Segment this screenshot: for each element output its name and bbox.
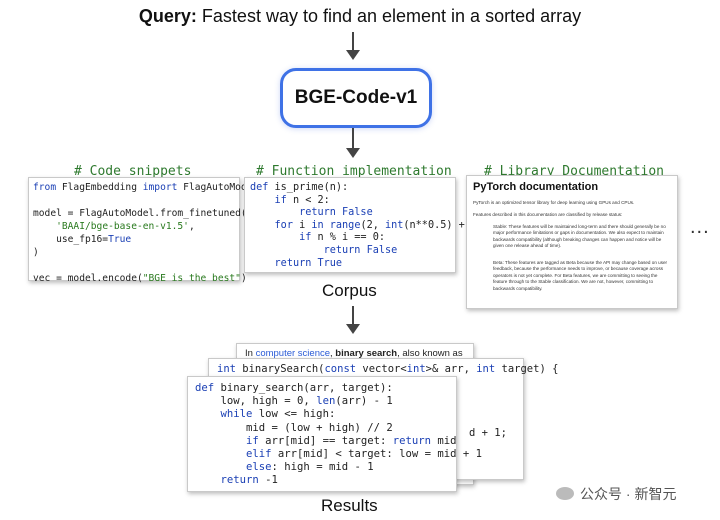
result-back-sep: , xyxy=(330,348,336,359)
arrow-corpus-to-results xyxy=(352,306,354,324)
code-snippet-line-8: vec = model.encode("BGE is the best") xyxy=(33,273,247,284)
code-snippet-line-4: 'BAAI/bge-base-en-v1.5', xyxy=(56,221,195,232)
doc-stable: Stable: These features will be maintaine… xyxy=(493,224,666,249)
result-front-line-4: mid = (low + high) // 2 xyxy=(195,421,393,434)
code-snippet-line-7 xyxy=(33,259,258,272)
doc-beta: Beta: These features are tagged as Beta … xyxy=(493,260,668,291)
code-snippet-line-3: model = FlagAutoModel.from_finetuned( xyxy=(33,208,247,219)
result-front-line-8: return -1 xyxy=(220,474,278,487)
doc-title: PyTorch documentation xyxy=(473,181,599,193)
doc-features: Features described in this documentation… xyxy=(473,212,623,217)
result-back-bold: binary search xyxy=(335,348,398,359)
results-label: Results xyxy=(321,496,378,515)
wechat-icon xyxy=(556,487,574,500)
arrow-head-1 xyxy=(346,50,360,60)
query-line: Query: Fastest way to find an element in… xyxy=(0,6,720,27)
more-ellipsis: ... xyxy=(690,216,710,238)
function-impl-line-7: return True xyxy=(274,257,343,269)
result-front-line-6: elif arr[mid] < target: low = mid + 1 xyxy=(246,448,483,461)
result-back-text: In computer science, binary search, also… xyxy=(245,348,463,359)
model-box: BGE-Code-v1 xyxy=(280,68,432,128)
function-impl-line-6: return False xyxy=(323,244,398,256)
section-title-code-snippets: # Code snippets xyxy=(74,164,192,179)
function-impl-line-2: if n < 2: xyxy=(274,194,330,206)
result-card-front: def binary_search(arr, target): low, hig… xyxy=(187,376,482,492)
function-impl-line-1: def is_prime(n): xyxy=(250,182,349,193)
function-impl-line-4: for i in range(2, int(n**0.5) + 1): xyxy=(274,219,490,231)
arrow-head-2 xyxy=(346,148,360,158)
result-front-line-3: while low <= high: xyxy=(220,408,336,421)
query-text: Fastest way to find an element in a sort… xyxy=(201,6,582,26)
result-back-link[interactable]: computer science xyxy=(255,348,331,359)
result-middle-line: int binarySearch(const vector<int>& arr,… xyxy=(217,363,559,375)
doc-intro: PyTorch is an optimized tensor library f… xyxy=(473,200,635,205)
result-front-line-2: low, high = 0, len(arr) - 1 xyxy=(195,395,393,408)
result-front-line-1: def binary_search(arr, target): xyxy=(195,382,393,394)
query-label: Query: xyxy=(138,6,197,26)
result-back-prefix: In xyxy=(245,348,256,359)
result-front-line-5: if arr[mid] == target: return mid xyxy=(246,434,457,447)
code-snippet-card: from FlagEmbedding import FlagAutoModel … xyxy=(28,177,258,284)
code-snippet-line-2 xyxy=(33,194,258,207)
code-snippet-line-6: ) xyxy=(33,247,39,258)
function-impl-line-3: return False xyxy=(299,207,373,219)
code-snippet-line-1: from FlagEmbedding import FlagAutoModel xyxy=(33,182,259,193)
arrow-model-to-corpus xyxy=(352,128,354,148)
corpus-label: Corpus xyxy=(322,281,377,300)
model-name: BGE-Code-v1 xyxy=(294,87,418,108)
function-impl-line-5: if n % i == 0: xyxy=(299,232,385,244)
function-impl-card: def is_prime(n): if n < 2: return False … xyxy=(244,177,489,273)
result-front-lines: def binary_search(arr, target): low, hig… xyxy=(195,382,482,488)
watermark: 公众号 · 新智元 xyxy=(556,484,716,504)
code-snippet-lines: from FlagEmbedding import FlagAutoModel … xyxy=(33,181,258,285)
function-impl-lines: def is_prime(n): if n < 2: return False … xyxy=(250,182,489,270)
arrow-head-3 xyxy=(346,324,360,334)
result-front-line-7: else: high = mid - 1 xyxy=(246,461,374,474)
arrow-query-to-model xyxy=(352,32,354,50)
result-back-suffix: , also known as xyxy=(397,348,463,359)
result-middle-tail: d + 1; xyxy=(469,427,507,439)
code-snippet-line-5: use_fp16=True xyxy=(33,234,132,245)
library-doc-card: PyTorch documentation PyTorch is an opti… xyxy=(466,175,678,309)
section-title-function-impl: # Function implementation xyxy=(256,164,452,179)
watermark-text: 公众号 · 新智元 xyxy=(580,486,677,502)
